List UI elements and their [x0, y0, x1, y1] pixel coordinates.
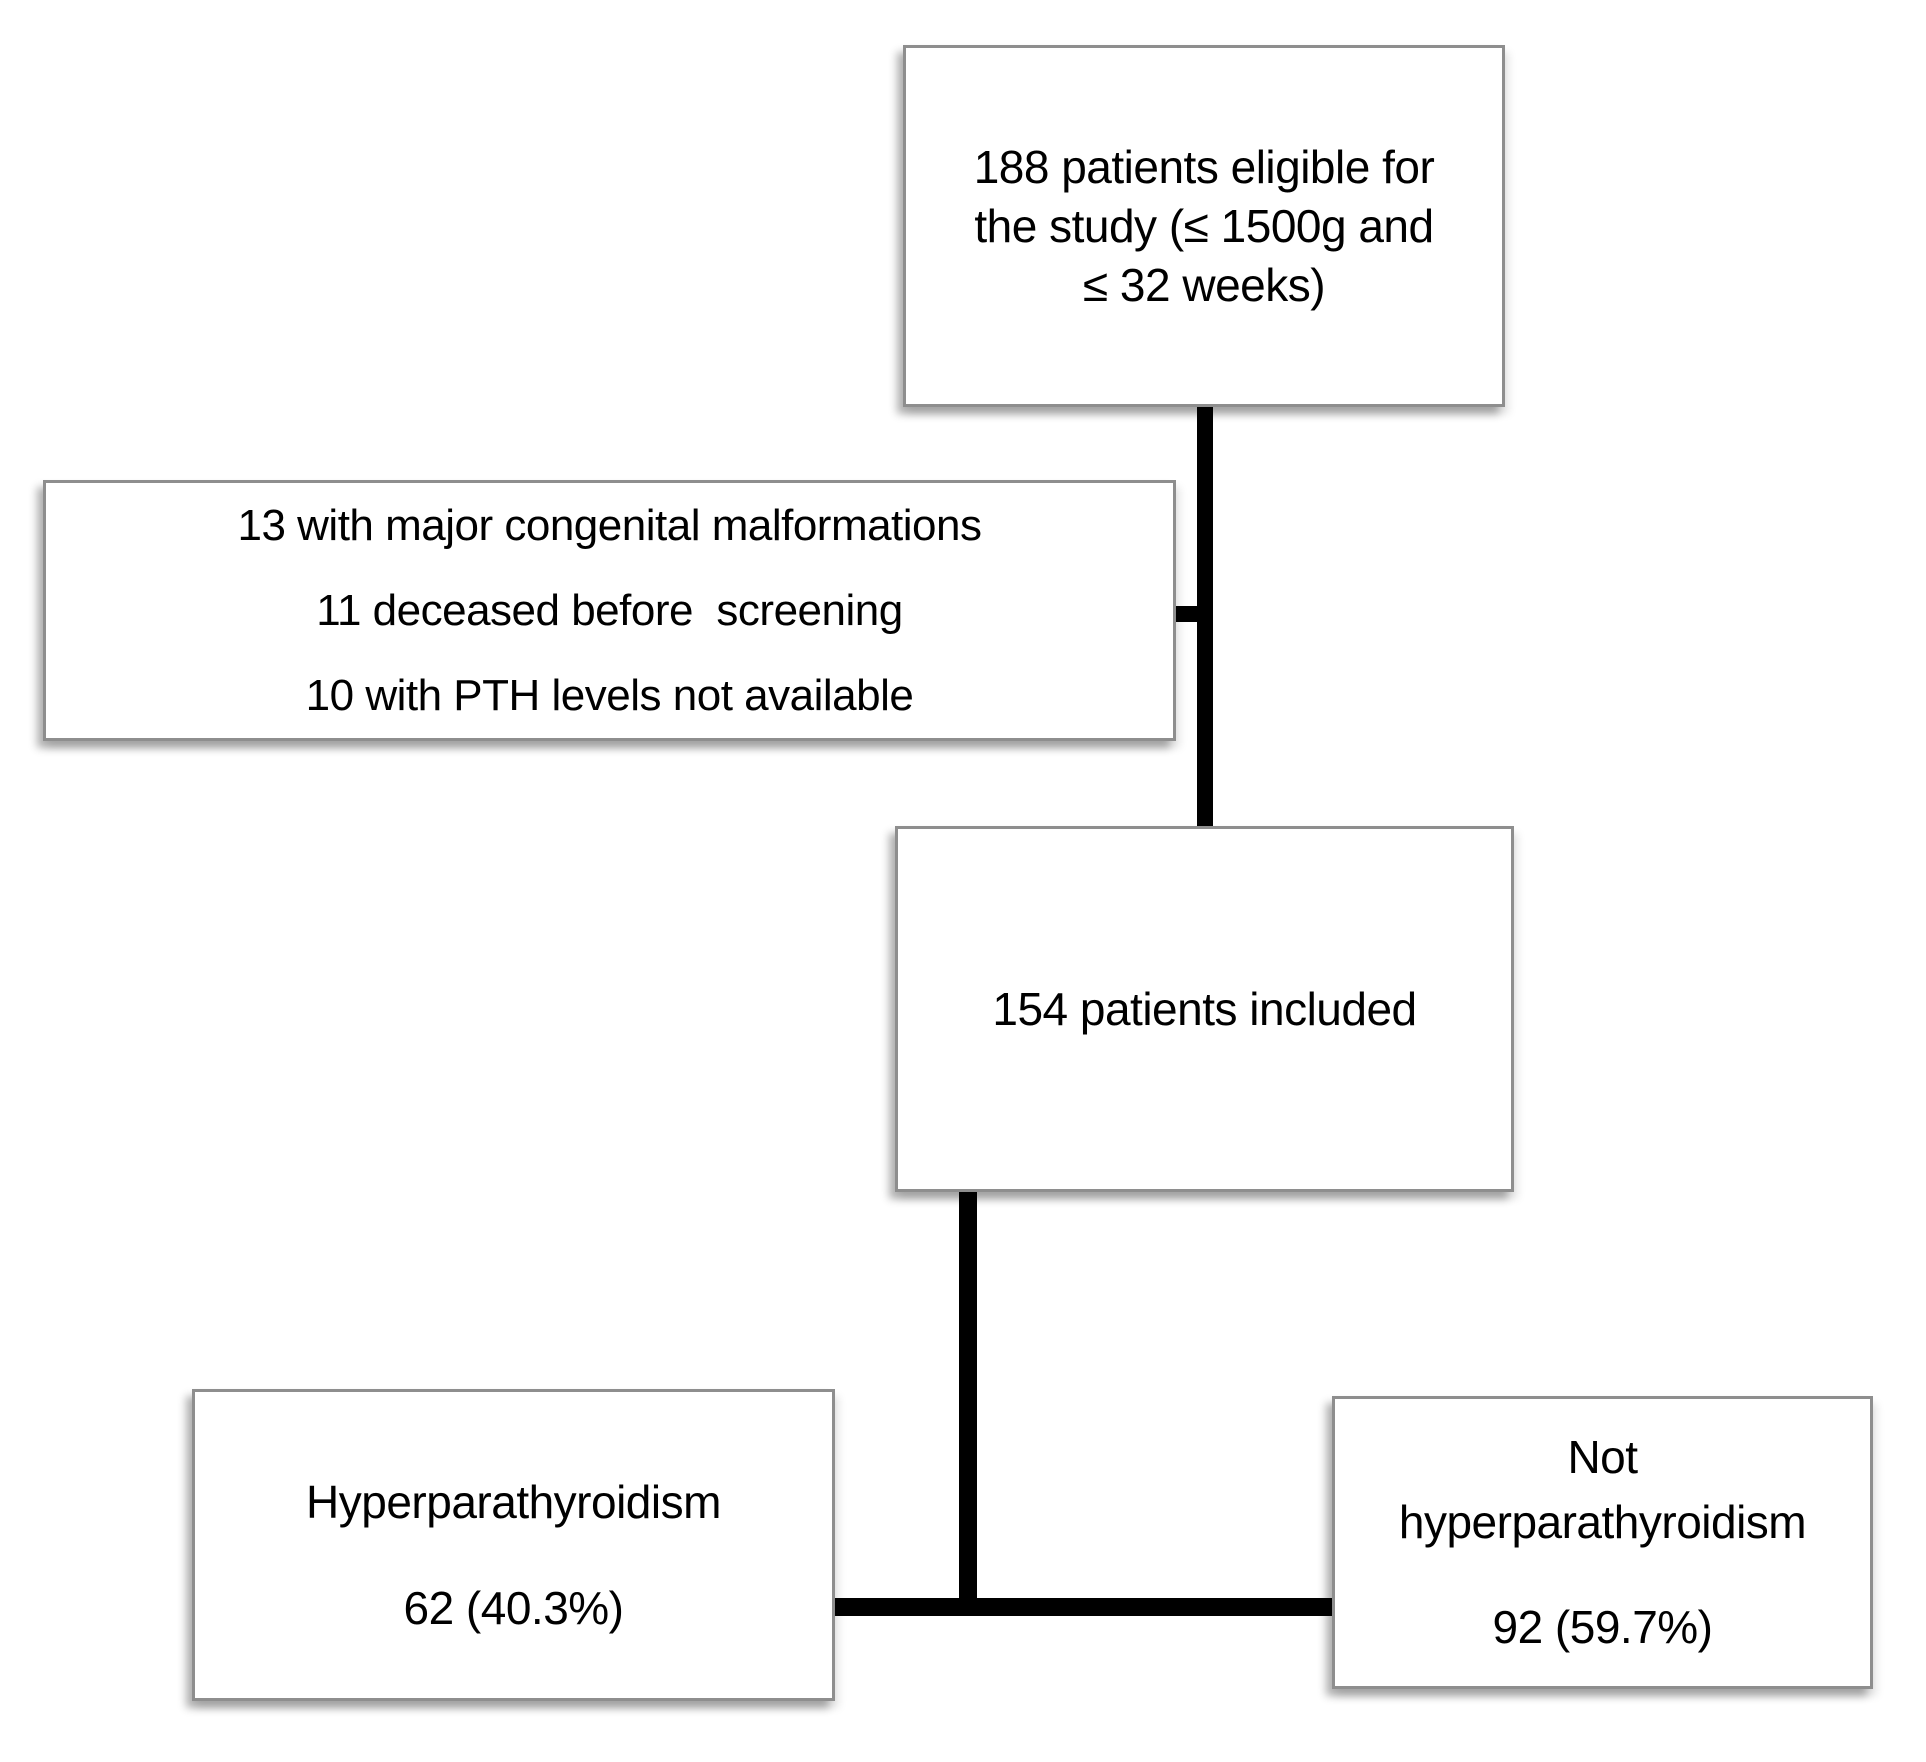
eligible-patients-box: 188 patients eligible for the study (≤ 1… — [903, 45, 1505, 407]
included-patients-text: 154 patients included — [992, 983, 1417, 1035]
not-hyperparathyroidism-box: Not hyperparathyroidism 92 (59.7%) — [1332, 1396, 1873, 1689]
connector-included-to-split — [959, 1190, 977, 1616]
not-hyperparathyroidism-value: 92 (59.7%) — [1492, 1601, 1713, 1653]
eligible-patients-text: 188 patients eligible for the study (≤ 1… — [973, 140, 1435, 311]
hyperparathyroidism-value: 62 (40.3%) — [403, 1582, 624, 1634]
connector-exclusions-stub — [1173, 606, 1213, 622]
hyperparathyroidism-box: Hyperparathyroidism 62 (40.3%) — [192, 1389, 835, 1701]
hyperparathyroidism-label: Hyperparathyroidism — [306, 1476, 721, 1528]
exclusion-line-deceased: 11 deceased before screening — [316, 586, 903, 635]
exclusions-box: 13 with major congenital malformations 1… — [43, 480, 1176, 741]
connector-split-horizontal — [832, 1598, 1340, 1616]
exclusion-line-pth-unavailable: 10 with PTH levels not available — [305, 671, 914, 720]
included-patients-box: 154 patients included — [895, 826, 1514, 1192]
not-hyperparathyroidism-label: Not hyperparathyroidism — [1398, 1431, 1807, 1548]
exclusion-line-malformations: 13 with major congenital malformations — [237, 501, 982, 550]
